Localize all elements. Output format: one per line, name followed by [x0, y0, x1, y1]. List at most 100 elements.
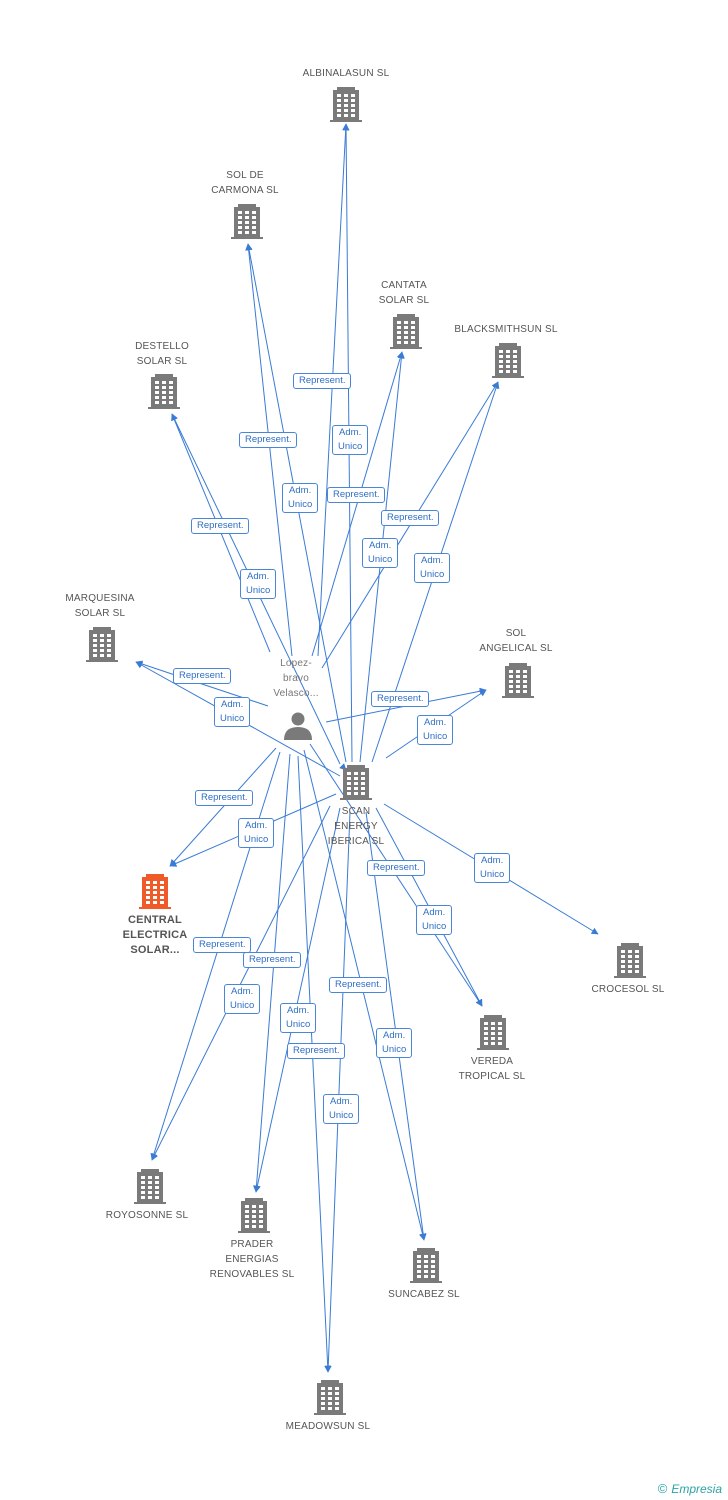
node-label-line: BLACKSMITHSUN SL	[454, 324, 558, 335]
edge-badge-person-to-sol_carmona[interactable]: Represent.	[239, 432, 298, 448]
edge-badge-text: Unico	[480, 869, 505, 880]
edge-badge-scan-to-central[interactable]: Adm.Unico	[238, 818, 275, 848]
node-label-line: ELECTRICA	[122, 929, 188, 941]
brand-logo-text: Empresia	[671, 1482, 722, 1496]
edge-badge-person-to-meadowsun[interactable]: Represent.	[287, 1043, 346, 1059]
person-icon[interactable]	[284, 712, 312, 741]
edge-badge-text: Adm.	[339, 427, 362, 438]
node-label-crocesol[interactable]: CROCESOL SL	[558, 982, 698, 997]
edge-badge-scan-to-prader[interactable]: Adm.Unico	[280, 1003, 317, 1033]
edge-badge-person-to-albinalasun[interactable]: Represent.	[293, 373, 352, 389]
building-icon-sol_carmona[interactable]	[231, 204, 263, 239]
node-label-line: SOLAR SL	[136, 356, 188, 367]
edge-badge-scan-to-suncabez[interactable]: Adm. Unico	[376, 1028, 413, 1058]
edge-badge-scan-to-blacksmithsun[interactable]: Adm.Unico	[414, 553, 451, 583]
edge-badge-text: Represent.	[299, 375, 346, 386]
edge-badge-text: Represent.	[293, 1045, 340, 1056]
edge-badge-text: Represent.	[335, 979, 382, 990]
edge-badge-scan-to-marquesina[interactable]: Adm.Unico	[214, 697, 251, 727]
edge-badge-scan-to-sol_carmona[interactable]: Adm.Unico	[282, 483, 319, 513]
building-icon-royosonne[interactable]	[134, 1169, 166, 1204]
edge-badge-text: Represent.	[199, 939, 246, 950]
node-label-albinalasun[interactable]: ALBINALASUN SL	[276, 66, 416, 81]
edge-badge-text: Represent.	[373, 862, 420, 873]
node-label-royosonne[interactable]: ROYOSONNE SL	[77, 1208, 217, 1223]
edge-badge-text: Represent.	[197, 520, 244, 531]
edges-layer	[135, 123, 599, 1373]
edge-badge-scan-to-sol_angelical[interactable]: Adm.Unico	[417, 715, 454, 745]
edge-badge-person-to-royosonne[interactable]: Represent.	[193, 937, 252, 953]
edge-badge-person-to-suncabez[interactable]: Represent.	[329, 977, 388, 993]
edge-scan-to-royosonne	[151, 805, 331, 1161]
edge-badge-scan-to-crocesol[interactable]: Adm.Unico	[474, 853, 511, 883]
node-label-line: CARMONA SL	[211, 185, 279, 196]
building-icon-scan[interactable]	[340, 765, 372, 800]
node-label-line: CROCESOL SL	[591, 984, 665, 995]
building-icon-cantata[interactable]	[390, 314, 422, 349]
edge-badge-text: Unico	[338, 441, 363, 452]
edge-badge-person-to-blacksmithsun[interactable]: Represent.	[381, 510, 440, 526]
edge-badge-scan-to-cantata[interactable]: Adm.Unico	[362, 538, 399, 568]
edge-badge-text: Unico	[422, 921, 447, 932]
building-icon-blacksmithsun[interactable]	[492, 343, 524, 378]
node-label-line: SUNCABEZ SL	[388, 1289, 460, 1300]
edge-badge-text: Unico	[382, 1044, 407, 1055]
edge-person-to-meadowsun	[297, 755, 332, 1373]
building-icon-albinalasun[interactable]	[330, 87, 362, 122]
edge-badge-scan-to-destello[interactable]: Adm.Unico	[240, 569, 277, 599]
node-label-line: ENERGY	[334, 821, 378, 832]
building-icon-prader[interactable]	[238, 1198, 270, 1233]
edge-badge-text: Adm.	[424, 717, 447, 728]
edge-person-to-albinalasun	[317, 123, 350, 657]
edge-badge-text: Adm.	[421, 555, 444, 566]
edge-badge-scan-to-royosonne[interactable]: Adm.Unico	[224, 984, 261, 1014]
edge-badge-text: Unico	[230, 1000, 255, 1011]
edge-badge-text: Represent.	[201, 792, 248, 803]
edge-badge-text: Unico	[244, 834, 269, 845]
building-icon-central[interactable]	[139, 874, 171, 909]
edge-badge-text: Adm.	[383, 1030, 406, 1041]
edge-badge-scan-to-vereda[interactable]: Adm.Unico	[416, 905, 453, 935]
node-label-line: Velasco...	[273, 688, 319, 699]
edge-badge-person-to-prader[interactable]: Represent.	[243, 952, 302, 968]
edge-badge-person-to-marquesina[interactable]: Represent.	[173, 668, 232, 684]
edge-badge-scan-to-albinalasun[interactable]: Adm. Unico	[332, 425, 369, 455]
building-icon-sol_angelical[interactable]	[502, 663, 534, 698]
building-icon-marquesina[interactable]	[86, 627, 118, 662]
edge-badge-person-to-destello[interactable]: Represent.	[191, 518, 250, 534]
node-label-line: ALBINALASUN SL	[302, 68, 390, 79]
edge-badge-person-to-vereda[interactable]: Represent.	[367, 860, 426, 876]
node-label-blacksmithsun[interactable]: BLACKSMITHSUN SL	[436, 322, 576, 337]
building-icon-suncabez[interactable]	[410, 1248, 442, 1283]
edge-badge-person-to-central[interactable]: Represent.	[195, 790, 254, 806]
edge-badge-person-to-cantata[interactable]: Represent.	[327, 487, 386, 503]
edge-badge-text: Represent.	[387, 512, 434, 523]
building-icon-meadowsun[interactable]	[314, 1380, 346, 1415]
edge-badge-scan-to-meadowsun[interactable]: Adm.Unico	[323, 1094, 360, 1124]
footer-brand[interactable]: ©Empresia	[658, 1481, 722, 1496]
node-label-line: CENTRAL	[128, 914, 182, 926]
building-icon-vereda[interactable]	[477, 1015, 509, 1050]
edge-badge-text: Represent.	[249, 954, 296, 965]
building-icon-destello[interactable]	[148, 374, 180, 409]
edge-badge-person-to-sol_angelical[interactable]: Represent.	[371, 691, 430, 707]
edge-scan-to-suncabez	[365, 811, 427, 1241]
node-label-line: SOL DE	[226, 170, 264, 181]
edge-badge-text: Adm.	[247, 571, 270, 582]
building-icon-crocesol[interactable]	[614, 943, 646, 978]
node-label-line: ANGELICAL SL	[479, 643, 553, 654]
node-label-meadowsun[interactable]: MEADOWSUN SL	[258, 1419, 398, 1434]
node-label-sol_carmona[interactable]: SOL DE CARMONA SL	[175, 168, 315, 198]
node-label-line: MEADOWSUN SL	[285, 1421, 371, 1432]
node-label-suncabez[interactable]: SUNCABEZ SL	[354, 1287, 494, 1302]
